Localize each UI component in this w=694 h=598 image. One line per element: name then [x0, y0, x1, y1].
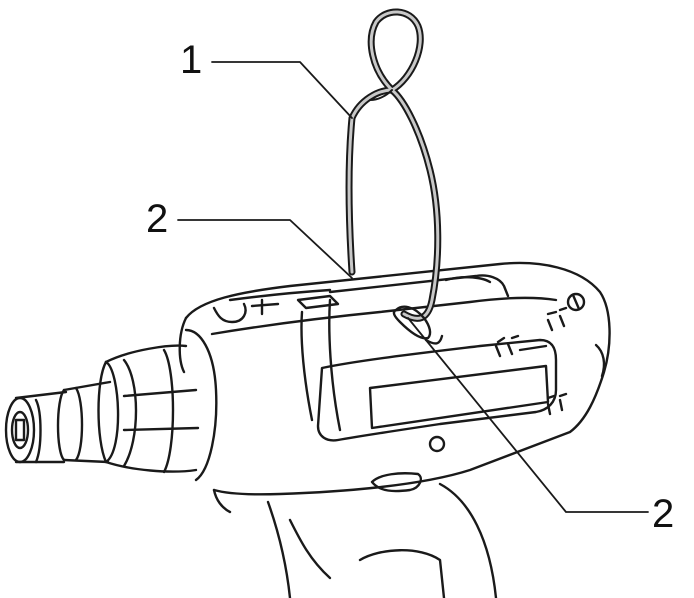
callout-2-slot-lower: 2	[652, 492, 675, 536]
callout-2-slot-upper: 2	[146, 197, 169, 241]
leader-lines	[177, 61, 649, 513]
leader-line-hook	[211, 61, 353, 119]
callout-1-hook: 1	[180, 38, 203, 82]
leader-line-slot-upper	[177, 219, 353, 279]
tool-housing	[178, 261, 611, 598]
leader-line-slot-lower	[407, 317, 649, 513]
tool-chuck	[4, 328, 218, 482]
hook-slot	[392, 305, 444, 345]
